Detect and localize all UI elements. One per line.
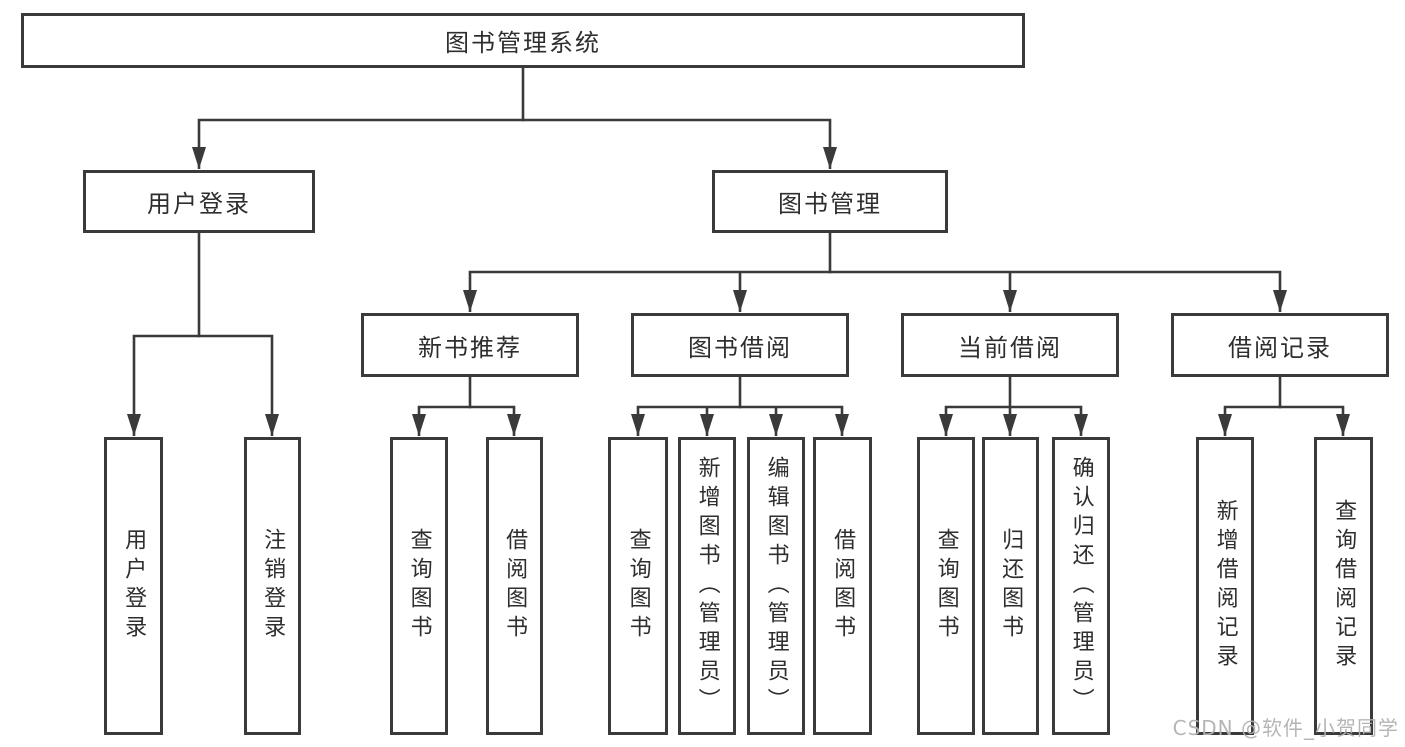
node-label: 查询图书 <box>625 528 651 644</box>
leaf-records-add-record: 新增借阅记录 <box>1196 437 1254 735</box>
leaf-logout: 注销登录 <box>244 437 301 735</box>
leaf-borrowing-query-books: 查询图书 <box>608 437 668 735</box>
leaf-current-query-books: 查询图书 <box>917 437 975 735</box>
leaf-recommend-borrow-books: 借阅图书 <box>486 437 543 735</box>
leaf-user-login: 用户登录 <box>104 437 163 735</box>
node-new-book-recommend: 新书推荐 <box>361 313 579 377</box>
node-label: 归还图书 <box>998 528 1024 644</box>
leaf-records-query-record: 查询借阅记录 <box>1314 437 1373 735</box>
node-label: 图书借阅 <box>688 333 792 362</box>
node-label: 编辑图书（管理员） <box>763 455 789 717</box>
node-label: 当前借阅 <box>958 333 1062 362</box>
node-user-login: 用户登录 <box>83 170 315 233</box>
node-label: 新书推荐 <box>418 333 522 362</box>
node-current-borrowing: 当前借阅 <box>901 313 1119 377</box>
connector-spines <box>132 66 1345 409</box>
node-label: 查询图书 <box>933 528 959 644</box>
leaf-current-confirm-return-admin: 确认归还（管理员） <box>1052 437 1110 735</box>
node-label: 借阅图书 <box>830 528 856 644</box>
node-label: 查询图书 <box>406 528 432 644</box>
node-label: 新增图书（管理员） <box>694 455 720 717</box>
node-label: 用户登录 <box>147 190 251 218</box>
leaf-borrowing-add-books-admin: 新增图书（管理员） <box>678 437 736 735</box>
leaf-recommend-query-books: 查询图书 <box>390 437 448 735</box>
node-label: 借阅记录 <box>1228 333 1332 362</box>
node-system-root: 图书管理系统 <box>21 13 1025 68</box>
leaf-borrowing-borrow-books: 借阅图书 <box>813 437 872 735</box>
connector-arrows <box>127 121 1350 436</box>
node-label: 注销登录 <box>260 528 286 644</box>
node-book-management: 图书管理 <box>712 170 948 233</box>
leaf-current-return-books: 归还图书 <box>982 437 1039 735</box>
node-borrowing-records: 借阅记录 <box>1171 313 1389 377</box>
node-label: 图书管理 <box>778 190 882 218</box>
node-label: 确认归还（管理员） <box>1068 455 1094 717</box>
node-book-borrowing: 图书借阅 <box>631 313 849 377</box>
node-label: 用户登录 <box>121 528 147 644</box>
node-label: 借阅图书 <box>502 528 528 644</box>
csdn-watermark: CSDN @软件_小贺同学 <box>1172 716 1399 740</box>
leaf-borrowing-edit-books-admin: 编辑图书（管理员） <box>747 437 805 735</box>
node-label: 图书管理系统 <box>445 29 601 57</box>
node-label: 查询借阅记录 <box>1331 499 1357 673</box>
node-label: 新增借阅记录 <box>1212 499 1238 673</box>
